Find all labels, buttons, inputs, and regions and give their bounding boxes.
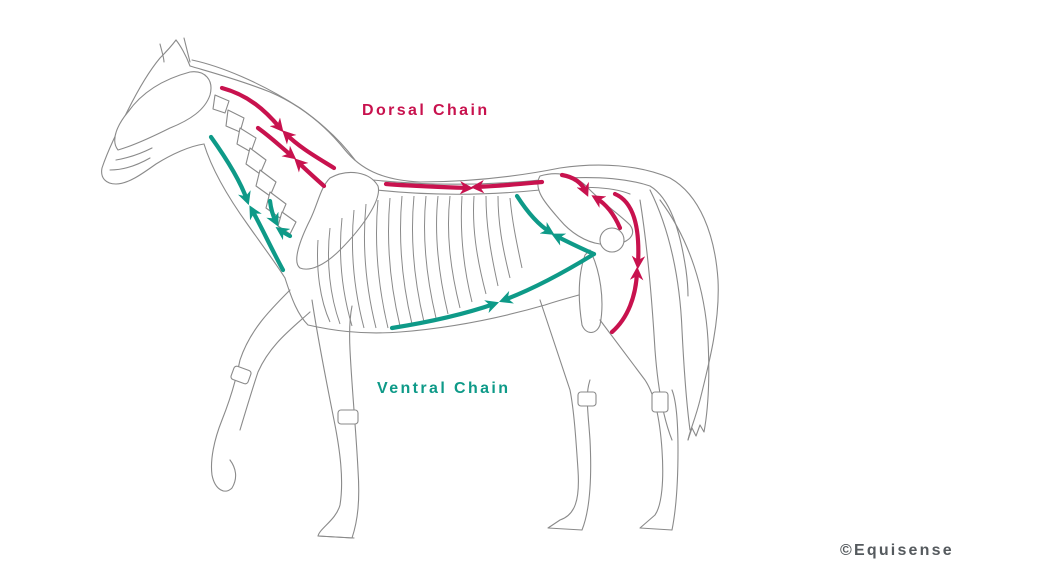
dorsal-arrow-neck-4 <box>294 158 327 189</box>
dorsal-arrow-croup-2 <box>591 195 623 231</box>
dorsal-arrow-hind-2 <box>609 266 644 335</box>
ventral-arrow-neck-1 <box>208 134 251 206</box>
hind-leg-far <box>599 319 679 531</box>
dorsal-arrow-back-1 <box>383 180 474 195</box>
ventral-arrow-belly-2 <box>498 251 597 304</box>
hind-leg-near <box>539 299 597 531</box>
dorsal-arrow-hind-1 <box>612 191 646 270</box>
dorsal-arrow-neck-1 <box>219 85 284 133</box>
ventral-arrow-neck-3 <box>266 198 279 227</box>
dorsal-arrow-croup-1 <box>559 172 589 197</box>
copyright-notice: ©Equisense <box>840 542 954 559</box>
ventral-arrow-belly-1 <box>389 300 500 331</box>
ventral-chain-arrows <box>208 134 597 331</box>
dorsal-chain-label: Dorsal Chain <box>362 102 490 119</box>
dorsal-chain-arrows <box>219 85 646 335</box>
spine <box>354 176 689 297</box>
ventral-arrow-neck-4 <box>275 227 293 241</box>
dorsal-arrow-neck-2 <box>282 130 337 171</box>
ribcage <box>317 195 523 329</box>
ventral-arrow-flank-2 <box>551 233 597 257</box>
dorsal-arrow-neck-3 <box>255 125 297 160</box>
front-leg-standing <box>311 299 360 539</box>
front-leg-raised <box>210 289 311 492</box>
ventral-arrow-neck-2 <box>249 205 286 273</box>
ventral-chain-label: Ventral Chain <box>377 380 511 397</box>
skeleton <box>114 71 689 334</box>
dorsal-arrow-back-2 <box>470 179 545 194</box>
ventral-arrow-flank-1 <box>514 193 555 235</box>
